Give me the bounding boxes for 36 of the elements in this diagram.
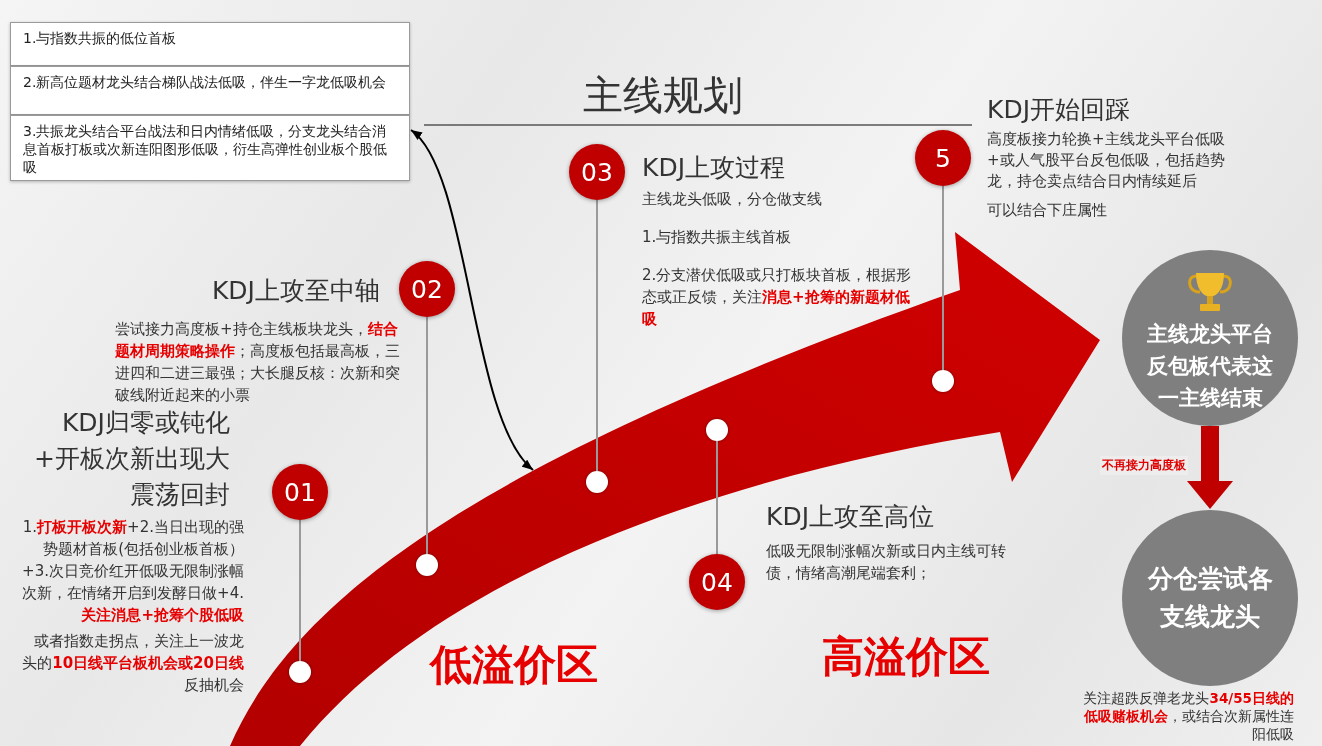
stage-heading: KDJ归零或钝化+开板次新出现大震荡回封 xyxy=(33,407,230,511)
stage-description: 尝试接力高度板+持仓主线板块龙头，结合题材周期策略操作；高度板包括最高板，三进四和二进三最强；大长腿反核：次新和突破线附近起来的小票 xyxy=(115,319,401,406)
edge-label: 不再接力高度板 xyxy=(1100,456,1188,475)
plan-list-row: 3.共振龙头结合平台战法和日内情绪低吸，分支龙头结合消息首板打板或次新连阳图形低吸，衍生高弹性创业板个股低吸 xyxy=(10,115,410,181)
circle-text: 主线龙头平台反包板代表这一主线结束 xyxy=(1146,321,1274,412)
plan-list-row: 1.与指数共振的低位首板 xyxy=(10,22,410,66)
step-number-circle: 5 xyxy=(915,130,971,186)
plan-list-row: 2.新高位题材龙头结合梯队战法低吸，伴生一字龙低吸机会 xyxy=(10,66,410,115)
step-number-circle: 03 xyxy=(569,144,625,200)
stage-heading: KDJ上攻至中轴 xyxy=(210,275,380,307)
leader-line xyxy=(942,185,944,371)
stage-description: 2.分支潜伏低吸或只打板块首板，根据形态或正反馈，关注消息+抢筹的新题材低吸 xyxy=(642,265,912,330)
zone-label: 低溢价区 xyxy=(430,640,598,691)
note-text: 关注超跌反弹老龙头34/55日线的低吸赌板机会，或结合次新属性连阳低吸 xyxy=(1082,689,1294,743)
stage-heading: KDJ上攻过程 xyxy=(642,152,787,184)
stage-heading: KDJ开始回踩 xyxy=(987,94,1132,126)
stage-description: 1.打板开板次新+2.当日出现的强势题材首板(包括创业板首板）+3.次日竞价红开低吸无限制涨幅次新，在情绪开启到发酵日做+4.关注消息+抢筹个股低吸 xyxy=(22,517,244,626)
stage-description: 主线龙头低吸，分仓做支线 xyxy=(642,189,823,210)
stage-description: 低吸无限制涨幅次新或日内主线可转债，情绪高潮尾端套利； xyxy=(766,541,1007,584)
stage-description: 或者指数走拐点，关注上一波龙头的10日线平台板机会或20日线反抽机会 xyxy=(22,631,244,696)
step-number-circle: 04 xyxy=(689,554,745,610)
step-number-circle: 01 xyxy=(272,464,328,520)
stage-description: 高度板接力轮换+主线龙头平台低吸+或人气股平台反包低吸，包括趋势龙，持仓卖点结合日内情续延后 xyxy=(987,129,1226,192)
leader-line xyxy=(299,519,301,662)
block-arrow xyxy=(1187,426,1233,509)
zone-label: 高溢价区 xyxy=(822,632,990,683)
page-title: 主线规划 xyxy=(583,71,743,120)
leader-line xyxy=(596,199,598,472)
step-number-circle: 02 xyxy=(399,261,455,317)
stage-description: 1.与指数共振主线首板 xyxy=(642,227,793,248)
stage-heading: KDJ上攻至高位 xyxy=(766,501,936,533)
leader-line xyxy=(716,440,718,555)
summary-circle: 分仓尝试各支线龙头 xyxy=(1122,510,1298,686)
stage-description: 可以结合下庄属性 xyxy=(987,200,1108,221)
double-headed-arrow xyxy=(410,129,534,471)
leader-line xyxy=(426,316,428,555)
